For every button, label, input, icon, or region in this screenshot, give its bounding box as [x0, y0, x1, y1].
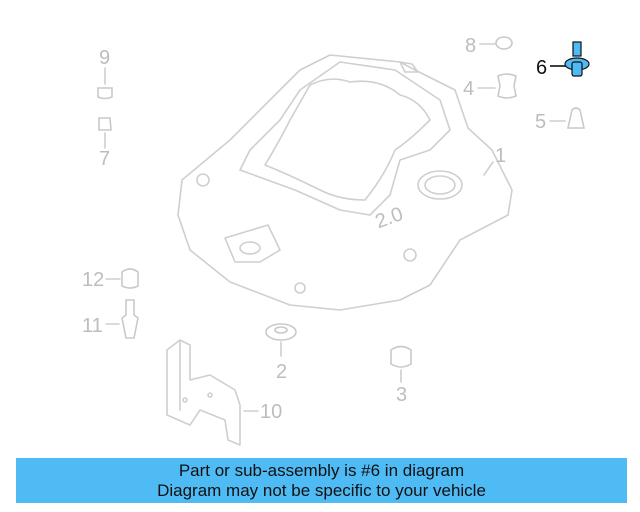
- part-8[interactable]: [495, 36, 513, 50]
- part-9[interactable]: [97, 87, 113, 100]
- callout-1[interactable]: 1: [495, 145, 506, 167]
- banner-line-part-number: Part or sub-assembly is #6 in diagram: [178, 461, 465, 480]
- part-11[interactable]: [121, 299, 139, 339]
- part-4[interactable]: [497, 73, 517, 99]
- callout-8[interactable]: 8: [465, 35, 476, 57]
- callout-2[interactable]: 2: [276, 361, 287, 383]
- part-3[interactable]: [390, 345, 412, 368]
- part-6-highlighted[interactable]: [564, 41, 590, 77]
- callout-9[interactable]: 9: [99, 47, 110, 69]
- bracket-part-10[interactable]: [166, 339, 241, 446]
- callout-3[interactable]: 3: [396, 384, 407, 406]
- engine-cover-part-1[interactable]: 2.0: [177, 54, 513, 311]
- callout-11[interactable]: 11: [82, 315, 103, 337]
- callout-4[interactable]: 4: [463, 78, 474, 100]
- part-2[interactable]: [265, 323, 297, 341]
- callout-6[interactable]: 6: [536, 57, 547, 79]
- part-7[interactable]: [98, 117, 112, 131]
- callout-10[interactable]: 10: [260, 401, 282, 423]
- part-12[interactable]: [121, 268, 139, 289]
- callout-5[interactable]: 5: [535, 111, 546, 133]
- part-5[interactable]: [567, 107, 585, 129]
- info-banner: Part or sub-assembly is #6 in diagram Di…: [16, 458, 627, 503]
- callout-12[interactable]: 12: [82, 269, 104, 291]
- callout-7[interactable]: 7: [99, 148, 110, 170]
- banner-line-disclaimer: Diagram may not be specific to your vehi…: [157, 481, 486, 500]
